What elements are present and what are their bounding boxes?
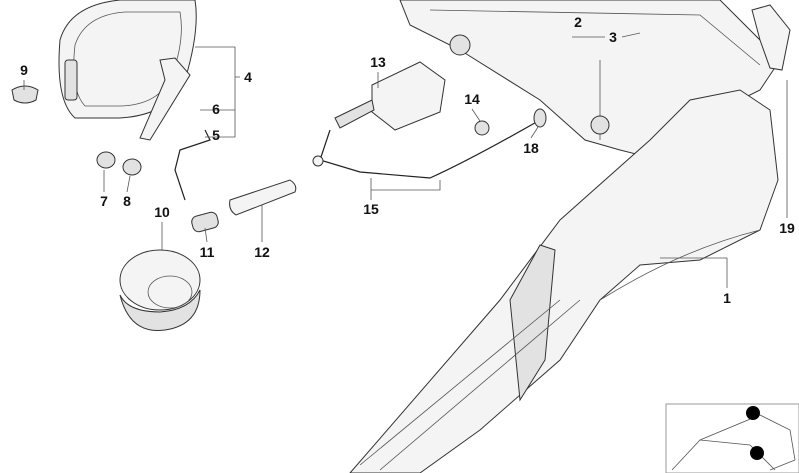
callout-8: 8: [123, 193, 131, 209]
callout-11: 11: [199, 244, 215, 260]
callout-12: 12: [254, 244, 270, 260]
callout-2: 2: [574, 14, 582, 30]
callout-7: 7: [100, 193, 108, 209]
plug-part: [11, 85, 39, 104]
leader-lines: [23, 32, 788, 288]
callout-19: 19: [779, 220, 795, 236]
callout-18: 18: [523, 140, 539, 156]
callout-10: 10: [154, 204, 170, 220]
location-marker: [746, 406, 760, 420]
side-panel: [349, 89, 779, 473]
location-thumbnail: [665, 403, 799, 473]
callout-6: 6: [212, 101, 220, 117]
callout-13: 13: [370, 54, 386, 70]
callout-14: 14: [464, 91, 480, 107]
callout-9: 9: [20, 62, 28, 78]
callout-4: 4: [244, 69, 252, 85]
callout-1: 1: [723, 290, 731, 306]
actuator: [334, 61, 446, 131]
location-marker: [750, 446, 764, 460]
filler-housing: [119, 249, 201, 332]
callout-15: 15: [363, 201, 379, 217]
callout-5: 5: [212, 127, 220, 143]
callout-3: 3: [609, 29, 617, 45]
